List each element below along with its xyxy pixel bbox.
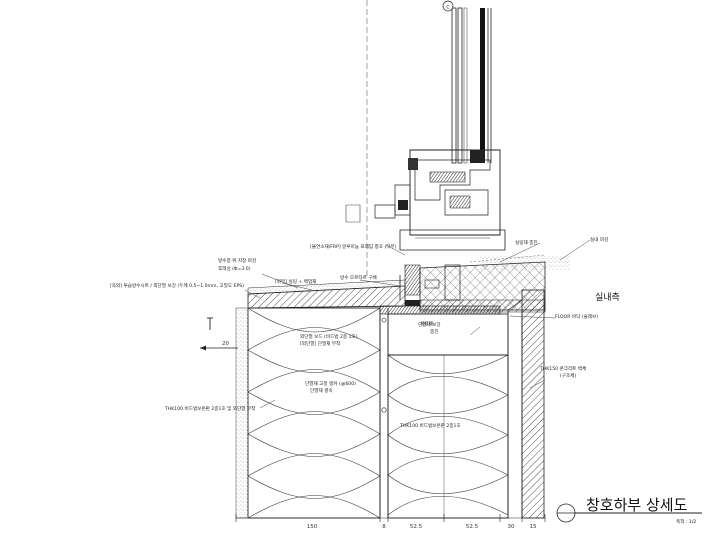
dim-left-label: 20 xyxy=(222,341,229,347)
title-block: 창호하부 상세도 축척 : 1/2 xyxy=(556,496,702,525)
grid-marker-c: C xyxy=(442,0,454,12)
label-insul-small: 단열재 보강 xyxy=(418,321,441,328)
label-corner-top: 실내 마감 xyxy=(590,236,609,243)
label-insul-right: THK100 비드법보온판 2종1호 xyxy=(399,422,461,429)
dim-4: 52.5 xyxy=(466,524,479,530)
dim-1: 150 xyxy=(307,524,318,530)
annotation-labels: [불연소재/FRP] 알루미늄 프레임 창호 (하부) 실링재 충진 실내 마감… xyxy=(110,236,620,429)
sill-layers xyxy=(247,254,570,315)
label-frame: [불연소재/FRP] 알루미늄 프레임 창호 (하부) xyxy=(310,243,397,250)
label-insul-top: 외단열 보드 (비드법 2종 1호) xyxy=(300,333,358,340)
label-floor: FLOOR 바닥 (슬래브) xyxy=(555,313,598,320)
label-insul-mid2: 단열재 결속 xyxy=(310,387,333,394)
label-waterproof: 방수층 위 지정 마감 xyxy=(218,257,257,264)
label-sealant-backer: [외부] 실링 + 백업재 xyxy=(275,278,316,285)
dim-3: 52.5 xyxy=(410,524,423,530)
window-frame xyxy=(345,0,506,301)
label-sill-joint: 실링재 충진 xyxy=(515,239,538,246)
leader-lines xyxy=(244,239,591,409)
insulation-right xyxy=(379,308,509,519)
grid-marker-label: C xyxy=(446,5,449,11)
title-text: 창호하부 상세도 xyxy=(586,496,688,514)
dim-2: 8 xyxy=(382,524,386,530)
label-concrete-note2: (구조체) xyxy=(560,372,576,379)
label-insul-left: THK100 비드법보온판 2종1호 및 외단열 부착 xyxy=(164,405,256,412)
label-mortar: 방수 모르타르 구배 xyxy=(340,274,377,281)
label-side: 실내측 xyxy=(595,292,620,303)
label-insul-mid: 단열재 고정 앵커 (@600) xyxy=(305,380,356,387)
label-insul-small2: 충진 xyxy=(430,328,438,335)
concrete-wall xyxy=(507,289,545,519)
label-insul-sub: [외단열] 단열재 부착 xyxy=(300,340,341,347)
dimension-line: 150 8 52.5 52.5 30 15 xyxy=(235,514,546,530)
scale-text: 축척 : 1/2 xyxy=(676,518,696,525)
label-flashing: 후레싱 (Φ=3.0) xyxy=(218,265,251,272)
dim-6: 15 xyxy=(530,524,537,530)
label-sealant-inner: 실링재 xyxy=(420,320,433,327)
exterior-arrow: 20 xyxy=(200,317,238,351)
dim-5: 30 xyxy=(508,524,515,530)
label-moisture-membrane: [옥외] 투습방수시트 / 외단열 보강 (두께 0.5~1.0mm, 고밀도 … xyxy=(110,282,244,289)
label-concrete-note: THK150 콘크리트 벽체 xyxy=(539,365,586,372)
